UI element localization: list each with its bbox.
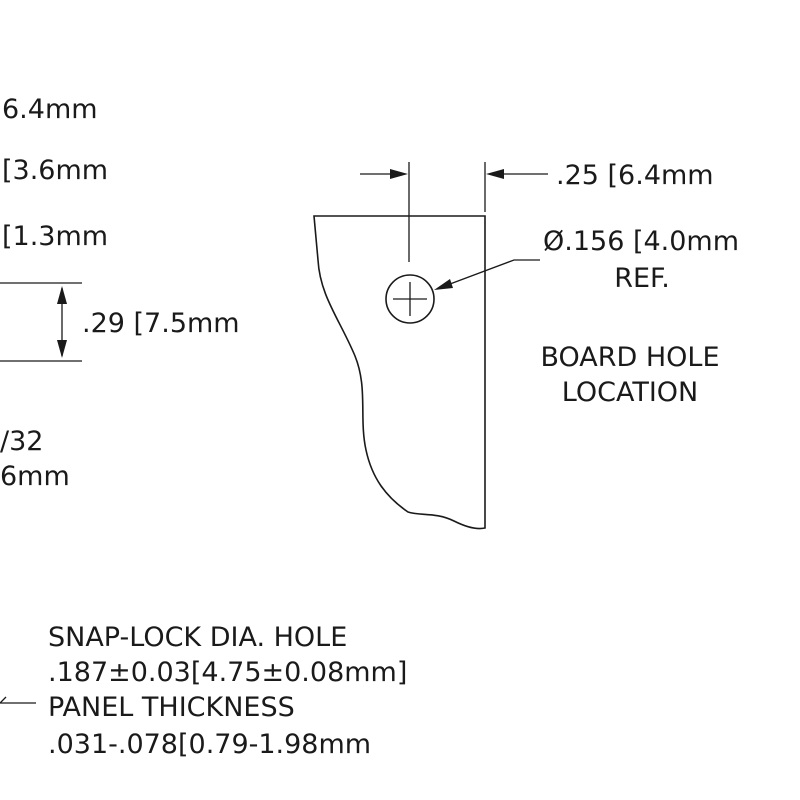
left-dim-2: [3.6mm [2,155,109,186]
left-dim-1: 6.4mm [2,94,98,125]
board-hole-label-line1: BOARD HOLE [540,342,720,373]
left-dim-5-line1: /32 [0,426,44,457]
hole-ref-label: REF. [614,263,670,294]
panel-thickness-line2: .031-.078[0.79-1.98mm [48,729,372,760]
snap-lock-note-line2: .187±0.03[4.75±0.08mm] [48,657,408,688]
left-dim-4: .29 [7.5mm [82,308,240,339]
arrow-left-icon [486,169,504,179]
top-width-dim: .25 [6.4mm [556,160,714,191]
arrow-up-icon [57,286,67,304]
snap-lock-note-line1: SNAP-LOCK DIA. HOLE [48,622,348,653]
left-dim-3: [1.3mm [2,221,109,252]
board-hole-circle [385,274,435,324]
leader-stub-tick [0,696,7,704]
arrow-right-icon [390,169,408,179]
board-hole-label-line2: LOCATION [561,377,699,408]
board-outline [313,215,486,530]
hole-diameter-dim: Ø.156 [4.0mm [543,226,740,257]
hole-leader-line [449,259,540,285]
panel-thickness-line1: PANEL THICKNESS [48,692,295,723]
leader-arrow-icon [434,279,453,290]
arrow-down-icon [57,340,67,358]
left-dim-5-line2: 6mm [0,461,70,492]
